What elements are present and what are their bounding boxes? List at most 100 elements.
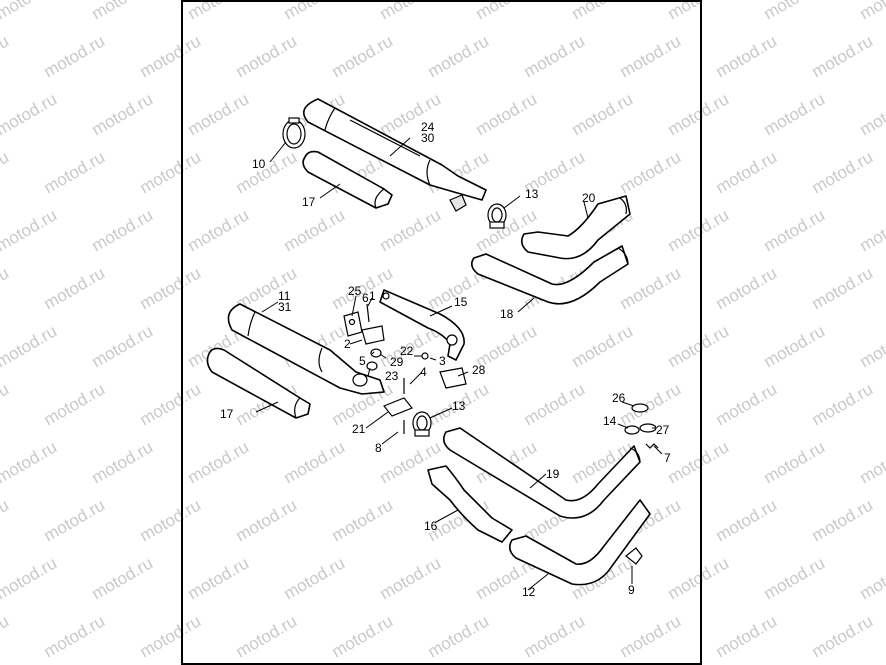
watermark-text: motod.ru (137, 31, 205, 81)
callout-23: 23 (385, 369, 399, 383)
callout-16: 16 (424, 519, 438, 533)
watermark-text: motod.ru (41, 495, 109, 545)
callout-31: 31 (278, 300, 292, 314)
nut-23 (366, 361, 378, 371)
watermark-text: motod.ru (89, 321, 157, 371)
watermark-text: motod.ru (137, 611, 205, 661)
callout-2: 2 (344, 337, 351, 351)
watermark-text: motod.ru (857, 437, 886, 487)
diagram-frame (181, 0, 702, 665)
watermark-text: motod.ru (329, 611, 397, 661)
watermark-text: motod.ru (809, 263, 877, 313)
watermark-text: motod.ru (617, 611, 685, 661)
callout-17-lower: 17 (220, 407, 234, 421)
bracket-28 (439, 367, 467, 389)
callout-28: 28 (472, 363, 486, 377)
callout-24: 24 (421, 120, 435, 134)
watermark-text: motod.ru (761, 205, 829, 255)
watermark-text: motod.ru (89, 89, 157, 139)
watermark-text: motod.ru (809, 147, 877, 197)
clamp-10 (282, 117, 306, 149)
watermark-text: motod.ru (665, 89, 733, 139)
watermark-text: motod.ru (665, 553, 733, 603)
callout-12: 12 (522, 585, 536, 599)
watermark-text: motod.ru (377, 553, 445, 603)
watermark-text: motod.ru (665, 321, 733, 371)
watermark-text: motod.ru (617, 147, 685, 197)
callout-11: 11 (278, 289, 291, 303)
watermark-text: motod.ru (233, 31, 301, 81)
callout-30: 30 (421, 131, 435, 145)
callout-19: 19 (546, 467, 560, 481)
mounting-bracket-15 (379, 289, 465, 361)
callout-7: 7 (664, 451, 671, 465)
watermark-text: motod.ru (473, 0, 541, 23)
watermark-text: motod.ru (185, 553, 253, 603)
front-head-pipe-18 (470, 245, 629, 305)
clamp-13-lower (412, 411, 432, 437)
callout-21: 21 (352, 422, 366, 436)
watermark-text: motod.ru (233, 147, 301, 197)
watermark-text: motod.ru (41, 31, 109, 81)
lower-muffler (227, 303, 385, 395)
watermark-text: motod.ru (0, 205, 60, 255)
callout-26: 26 (612, 391, 626, 405)
front-head-pipe-16 (427, 465, 513, 543)
watermark-text: motod.ru (857, 321, 886, 371)
watermark-text: motod.ru (185, 0, 253, 23)
watermark-text: motod.ru (617, 263, 685, 313)
watermark-text: motod.ru (281, 0, 349, 23)
watermark-text: motod.ru (809, 495, 877, 545)
watermark-text: motod.ru (857, 0, 886, 23)
callout-22: 22 (400, 344, 414, 358)
watermark-text: motod.ru (0, 379, 12, 429)
watermark-text: motod.ru (0, 263, 12, 313)
watermark-text: motod.ru (137, 379, 205, 429)
watermark-text: motod.ru (521, 31, 589, 81)
watermark-text: motod.ru (617, 379, 685, 429)
callout-labels: 24 30 10 17 13 20 18 15 11 31 25 6 1 2 2… (220, 120, 671, 599)
callout-5: 5 (359, 354, 366, 368)
watermark-text: motod.ru (0, 321, 60, 371)
gasket-26 (631, 403, 649, 413)
watermark-text: motod.ru (713, 263, 781, 313)
watermark-text: motod.ru (809, 379, 877, 429)
watermark-text: motod.ru (185, 437, 253, 487)
watermark-text: motod.ru (377, 205, 445, 255)
watermark-text: motod.ru (281, 437, 349, 487)
watermark-text: motod.ru (0, 553, 60, 603)
watermark-text: motod.ru (713, 31, 781, 81)
watermark-text: motod.ru (665, 437, 733, 487)
leader-lines (255, 137, 663, 591)
watermark-text: motod.ru (761, 437, 829, 487)
watermark-text: motod.ru (761, 553, 829, 603)
callout-3: 3 (439, 354, 446, 368)
upper-muffler (302, 98, 487, 212)
callout-17-upper: 17 (302, 195, 316, 209)
watermark-text: motod.ru (137, 147, 205, 197)
watermark-text: motod.ru (0, 0, 60, 23)
callout-18: 18 (500, 307, 514, 321)
watermark-text: motod.ru (377, 0, 445, 23)
retaining-ring-14 (624, 425, 640, 435)
callout-13-lower: 13 (452, 399, 466, 413)
watermark-text: motod.ru (809, 611, 877, 661)
rear-head-pipe-19 (442, 427, 641, 519)
bracket-25 (343, 311, 363, 337)
callout-13-upper: 13 (525, 187, 539, 201)
watermark-text: motod.ru (137, 495, 205, 545)
watermark-text: motod.ru (473, 89, 541, 139)
watermark-text: motod.ru (89, 205, 157, 255)
watermark-text: motod.ru (281, 553, 349, 603)
callout-6: 6 (362, 291, 369, 305)
watermark-text: motod.ru (233, 495, 301, 545)
callout-4: 4 (420, 365, 427, 379)
callout-20: 20 (582, 191, 596, 205)
callout-14: 14 (603, 414, 617, 428)
watermark-text: motod.ru (0, 31, 12, 81)
watermark-text: motod.ru (857, 553, 886, 603)
watermark-text: motod.ru (521, 611, 589, 661)
nut-22 (421, 352, 429, 360)
watermark-text: motod.ru (761, 0, 829, 23)
watermark-text: motod.ru (425, 31, 493, 81)
